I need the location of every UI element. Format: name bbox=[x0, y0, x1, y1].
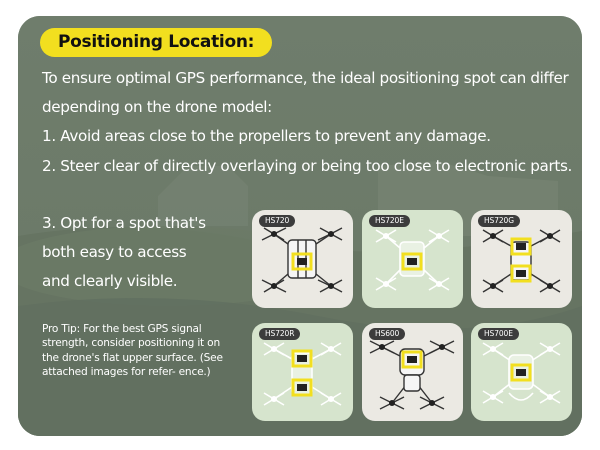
point-1: 1. Avoid areas close to the propellers t… bbox=[42, 127, 491, 146]
model-tile-hs720e: HS720E bbox=[362, 210, 463, 308]
drone-hs720g-icon bbox=[482, 229, 561, 293]
point-3-line-3: and clearly visible. bbox=[42, 272, 178, 291]
model-label: HS720E bbox=[369, 215, 410, 227]
point-3-line-2: both easy to access bbox=[42, 243, 187, 262]
point-2: 2. Steer clear of directly overlaying or… bbox=[42, 156, 573, 175]
drone-hs720e-icon bbox=[375, 229, 450, 291]
model-label: HS720G bbox=[478, 215, 520, 227]
model-tile-hs720g: HS720G bbox=[471, 210, 572, 308]
point-3: 3. Opt for a spot that's both easy to ac… bbox=[42, 209, 252, 297]
info-card: Positioning Location: To ensure optimal … bbox=[18, 16, 582, 436]
model-label: HS720 bbox=[259, 215, 296, 227]
model-label: HS720R bbox=[259, 328, 301, 340]
model-tile-hs720: HS720 bbox=[252, 210, 353, 308]
model-tile-hs600: HS600 bbox=[362, 323, 463, 421]
drone-hs600-icon bbox=[369, 340, 455, 410]
point-3-line-1: 3. Opt for a spot that's bbox=[42, 214, 206, 232]
instructions-text: To ensure optimal GPS performance, the i… bbox=[42, 64, 572, 181]
section-title: Positioning Location: bbox=[40, 28, 273, 57]
model-tile-hs700e: HS700E bbox=[471, 323, 572, 421]
drone-hs700e-icon bbox=[482, 342, 561, 404]
model-tile-hs720r: HS720R bbox=[252, 323, 353, 421]
model-label: HS700E bbox=[478, 328, 519, 340]
model-label: HS600 bbox=[369, 328, 406, 340]
drone-hs720r-icon bbox=[263, 342, 342, 406]
pro-tip-text: Pro Tip: For the best GPS signal strengt… bbox=[42, 323, 223, 379]
intro-paragraph: To ensure optimal GPS performance, the i… bbox=[42, 69, 569, 117]
drone-hs720-icon bbox=[261, 227, 343, 293]
